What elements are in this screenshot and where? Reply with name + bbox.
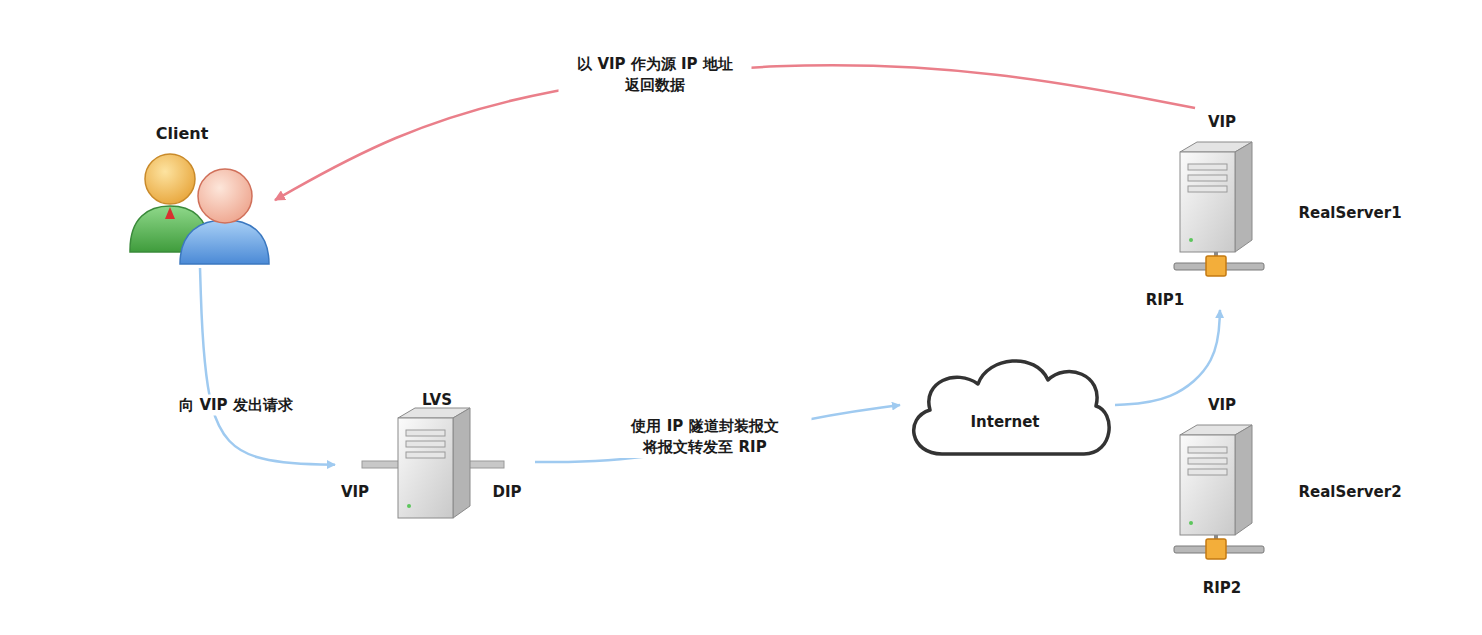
ip-label: VIP	[1208, 113, 1236, 131]
cloud-outline	[900, 350, 1115, 460]
client-icon	[130, 154, 269, 264]
server-name: RealServer2	[1298, 483, 1401, 501]
cloud-label: Internet	[970, 413, 1039, 431]
cloud-shape	[914, 361, 1109, 454]
server-name: RealServer1	[1298, 204, 1401, 222]
internet-cloud: Internet	[900, 350, 1115, 460]
forward-arrow	[1115, 310, 1220, 405]
real-server-icon	[1174, 142, 1264, 276]
ip-label: VIP	[1208, 396, 1236, 414]
real-server-node: VIP RealServer2RIP2	[1135, 392, 1425, 597]
edge-label: 使用 IP 隧道封装报文 将报文转发至 RIP	[599, 416, 812, 458]
ip-label: DIP	[492, 483, 521, 501]
client-node: Client	[125, 118, 275, 268]
edge-label: 以 VIP 作为源 IP 地址 返回数据	[559, 54, 752, 96]
request-arrow	[200, 268, 335, 465]
node-heading: Client	[156, 124, 209, 143]
ip-label: VIP	[341, 483, 369, 501]
lvs-server-icon	[362, 408, 504, 518]
tunnel-arrow	[535, 405, 900, 462]
ip-label: RIP2	[1203, 579, 1242, 597]
ip-label: RIP1	[1146, 291, 1185, 309]
node-heading: LVS	[422, 391, 452, 409]
lvs-node: LVS VIP DIP	[335, 388, 535, 518]
real-server-icon	[1174, 425, 1264, 559]
real-server-node: VIP RealServer1RIP1	[1135, 108, 1425, 310]
edge-label: 向 VIP 发出请求	[175, 395, 297, 416]
